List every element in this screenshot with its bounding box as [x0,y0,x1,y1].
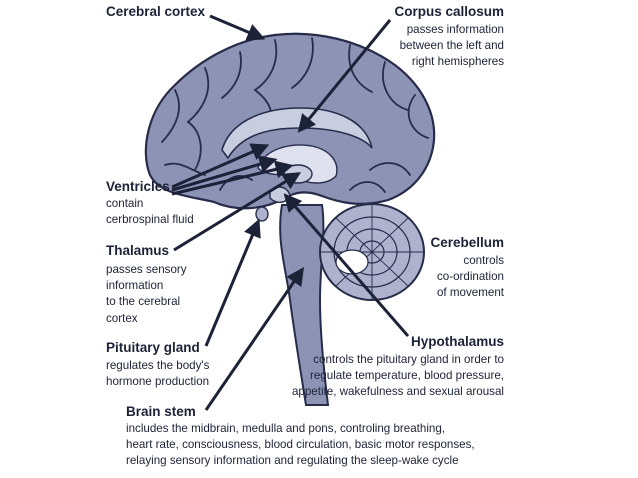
pituitary-gland-shape [255,206,269,222]
cerebellum-title: Cerebellum [430,235,504,250]
cerebral-cortex-title: Cerebral cortex [106,4,206,19]
brain-stem-desc: includes the midbrain, medulla and pons,… [126,422,475,468]
pointer-hypothalamus [283,193,410,337]
pointer-pituitary-gland [204,218,261,347]
pituitary-gland-title: Pituitary gland [106,340,200,355]
pointer-thalamus [173,172,302,252]
pointer-corpus-callosum [297,19,392,133]
pointer-lines [171,14,410,411]
pointer-ventricles-3 [171,160,294,196]
cerebellum-desc: controls co-ordination of movement [436,254,504,300]
hypothalamus-desc: controls the pituitary gland in order to… [291,353,504,399]
thalamus-title: Thalamus [106,243,170,258]
cerebellum-shape [319,203,425,301]
pituitary-gland-desc: regulates the body's hormone production [106,359,210,389]
pointer-brain-stem [204,267,305,411]
pointer-cerebral-cortex [209,14,266,41]
brain-stem-title: Brain stem [126,404,196,419]
ventricles-title: Ventricles [106,179,170,194]
ventricles-desc: contain cerbrospinal fluid [106,197,194,227]
corpus-callosum-desc: passes information between the left and … [399,23,504,69]
thalamus-desc: passes sensory information to the cerebr… [106,263,187,325]
corpus-callosum-shape [221,107,373,160]
corpus-callosum-title: Corpus callosum [394,4,504,19]
pointer-ventricles-2 [171,155,278,192]
pointer-ventricles-1 [171,143,270,189]
hypothalamus-title: Hypothalamus [410,334,504,349]
